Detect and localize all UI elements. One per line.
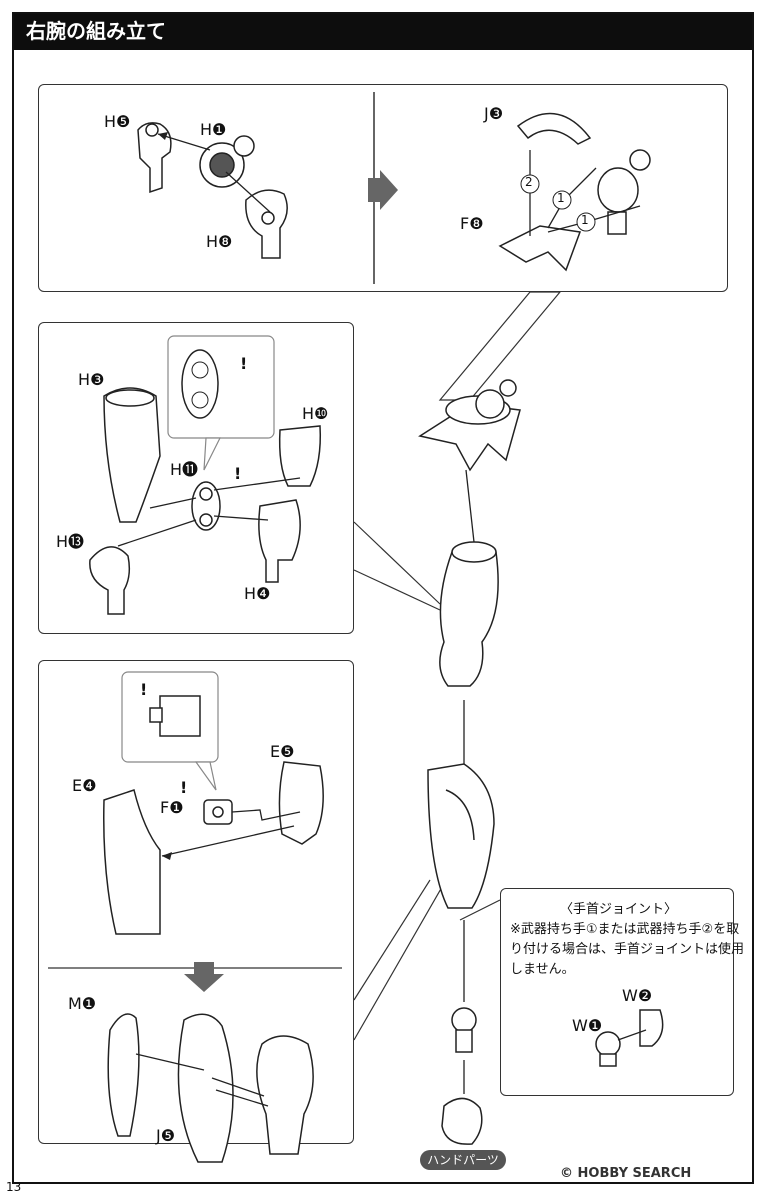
part-h5 — [137, 122, 172, 194]
part-j5 — [177, 1013, 234, 1163]
label-w2: W❷ — [622, 986, 653, 1005]
part-h3 — [103, 387, 161, 523]
part-w1 — [595, 1031, 621, 1067]
step-1-label-b: 1 — [581, 213, 589, 227]
label-h1: H❶ — [200, 120, 227, 139]
part-h4 — [258, 499, 301, 583]
caution-mark-2: ! — [234, 464, 242, 483]
label-e5: E❺ — [270, 742, 295, 761]
wrist-note-body: ※武器持ち手①または武器持ち手②を取り付ける場合は、手首ジョイントは使用しません… — [510, 922, 745, 977]
label-h5: H❺ — [104, 112, 131, 131]
part-j3 — [516, 112, 592, 145]
label-h10: H❿ — [302, 404, 329, 423]
caution-mark-1: ! — [240, 354, 248, 373]
upper-arm-assembly — [439, 541, 499, 687]
label-h8: H❽ — [206, 232, 233, 251]
part-e5 — [278, 761, 324, 845]
forearm-assembly — [427, 763, 495, 909]
shoulder-assembly — [418, 379, 521, 472]
step-1-label-a: 1 — [557, 191, 565, 205]
part-e4 — [103, 789, 161, 935]
caution-mark-4: ! — [180, 778, 188, 797]
label-h13: H⓭ — [56, 532, 85, 551]
forearm-shell — [256, 1035, 314, 1155]
label-f1: F❶ — [160, 798, 184, 817]
page-title: 右腕の組み立て — [12, 12, 754, 50]
label-e4: E❹ — [72, 776, 97, 795]
label-f8: F❽ — [460, 214, 484, 233]
part-h1 — [199, 135, 255, 188]
part-w2 — [639, 1009, 664, 1047]
label-h11: H⓫ — [170, 460, 199, 479]
page-number: 13 — [6, 1180, 22, 1194]
wrist-joint-part — [451, 1007, 477, 1053]
wrist-note-title: 〈手首ジョイント〉 — [560, 902, 678, 917]
label-m1: M❶ — [68, 994, 97, 1013]
part-m1 — [107, 1013, 140, 1137]
label-j3: J❸ — [484, 104, 504, 123]
label-j5: J❺ — [156, 1126, 176, 1145]
watermark: © HOBBY SEARCH — [560, 1166, 692, 1181]
page-frame — [12, 12, 754, 1184]
part-f1 — [203, 799, 233, 825]
panel-wrist-joint — [500, 888, 734, 1096]
label-h3: H❸ — [78, 370, 105, 389]
hand-parts-label: ハンドパーツ — [420, 1150, 506, 1170]
part-h11 — [191, 481, 221, 531]
label-w1: W❶ — [572, 1016, 603, 1035]
label-h4: H❹ — [244, 584, 271, 603]
part-f8 — [498, 225, 582, 272]
hand-part — [441, 1097, 483, 1145]
caution-mark-3: ! — [140, 680, 148, 699]
part-h13 — [89, 546, 131, 615]
step-2-label: 2 — [525, 175, 533, 189]
part-h1-assembled — [597, 149, 651, 235]
part-h8 — [245, 189, 288, 259]
part-h10 — [278, 425, 322, 487]
